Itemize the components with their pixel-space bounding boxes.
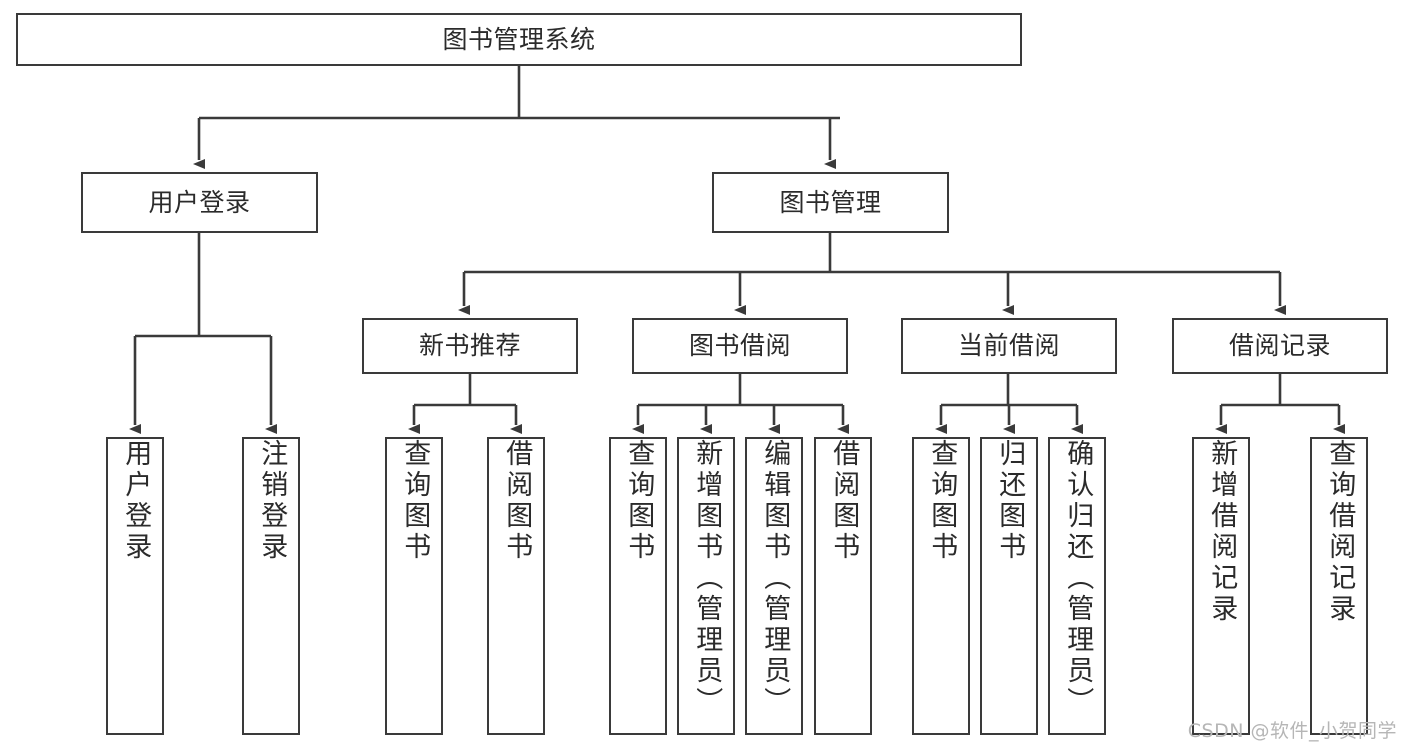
node-label: 查询借阅记录 (1324, 439, 1356, 625)
leaf-recommend-query-book[interactable]: 查询图书 (385, 437, 443, 735)
leaf-user-login-signout[interactable]: 注销登录 (242, 437, 300, 735)
node-label: 用户登录 (148, 187, 251, 217)
leaf-recommend-borrow-book[interactable]: 借阅图书 (487, 437, 545, 735)
node-label: 借阅图书 (828, 439, 860, 563)
leaf-user-login-signin[interactable]: 用户登录 (106, 437, 164, 735)
node-label: 图书管理 (779, 187, 882, 217)
node-label: 查询图书 (926, 439, 958, 563)
node-label: 新增借阅记录 (1206, 439, 1238, 625)
node-label: 注销登录 (256, 439, 288, 563)
node-new-book-recommend[interactable]: 新书推荐 (362, 318, 578, 374)
node-label: 编辑图书（管理员） (759, 439, 791, 718)
leaf-current-query-book[interactable]: 查询图书 (912, 437, 970, 735)
leaf-record-add-record[interactable]: 新增借阅记录 (1192, 437, 1250, 735)
leaf-borrow-add-book[interactable]: 新增图书（管理员） (677, 437, 735, 735)
node-label: 当前借阅 (957, 331, 1060, 361)
node-label: 归还图书 (994, 439, 1026, 563)
node-label: 新增图书（管理员） (691, 439, 723, 718)
node-current-borrow[interactable]: 当前借阅 (901, 318, 1117, 374)
leaf-current-confirm-return[interactable]: 确认归还（管理员） (1048, 437, 1106, 735)
leaf-current-return-book[interactable]: 归还图书 (980, 437, 1038, 735)
node-label: 图书管理系统 (442, 24, 596, 54)
node-label: 借阅记录 (1228, 331, 1331, 361)
watermark-text: CSDN @软件_小贺同学 (1187, 720, 1397, 742)
leaf-record-query-record[interactable]: 查询借阅记录 (1310, 437, 1368, 735)
leaf-borrow-borrow-book[interactable]: 借阅图书 (814, 437, 872, 735)
node-label: 查询图书 (399, 439, 431, 563)
node-label: 借阅图书 (501, 439, 533, 563)
node-book-borrow[interactable]: 图书借阅 (632, 318, 848, 374)
node-label: 用户登录 (120, 439, 152, 563)
node-root-system[interactable]: 图书管理系统 (16, 13, 1022, 66)
node-borrow-record[interactable]: 借阅记录 (1172, 318, 1388, 374)
node-label: 查询图书 (623, 439, 655, 563)
node-user-login[interactable]: 用户登录 (81, 172, 318, 233)
node-label: 确认归还（管理员） (1062, 439, 1094, 718)
node-book-management[interactable]: 图书管理 (712, 172, 949, 233)
node-label: 图书借阅 (688, 331, 791, 361)
node-label: 新书推荐 (418, 331, 521, 361)
leaf-borrow-query-book[interactable]: 查询图书 (609, 437, 667, 735)
leaf-borrow-edit-book[interactable]: 编辑图书（管理员） (745, 437, 803, 735)
